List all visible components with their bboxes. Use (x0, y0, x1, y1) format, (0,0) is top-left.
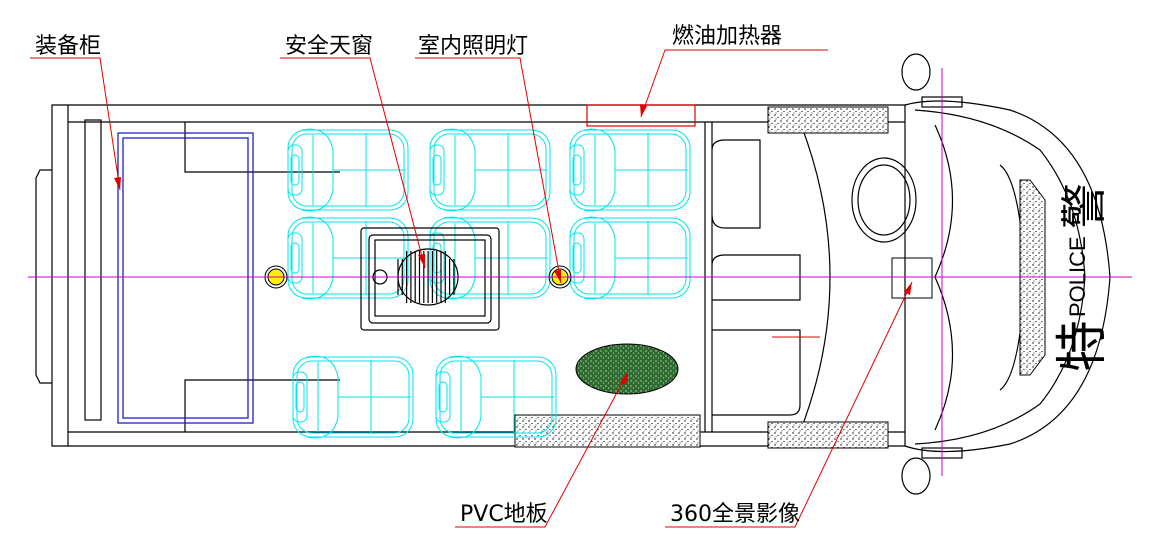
label-equipment-cabinet: 装备柜 (35, 34, 101, 59)
equipment-cabinet (117, 132, 254, 424)
marking-char-jing: 警 (1058, 183, 1110, 229)
label-skylight: 安全天窗 (285, 34, 373, 59)
label-pvc-floor: PVC地板 (460, 502, 548, 527)
seat (569, 128, 691, 212)
label-fuel-heater: 燃油加热器 (672, 24, 782, 49)
seat (569, 216, 691, 300)
seat (287, 128, 409, 212)
seat (287, 216, 409, 300)
camera-360-box (891, 257, 933, 299)
pvc-floor-mark (575, 343, 679, 395)
seat (429, 128, 551, 212)
leader-lines (30, 49, 913, 528)
seat (429, 216, 551, 300)
seats (287, 128, 691, 439)
leader-arrows (114, 104, 912, 385)
label-interior-light: 室内照明灯 (418, 34, 528, 59)
marking-police: POLICE (1065, 236, 1090, 317)
seat (292, 355, 414, 439)
marking-char-te: 特 (1054, 320, 1112, 372)
step-floor-top (767, 106, 889, 134)
seat (435, 355, 557, 439)
step-floor-bottom (767, 421, 889, 449)
label-360-camera: 360全景影像 (670, 502, 800, 527)
police-marking: 特 POLICE 警 (1054, 183, 1112, 372)
side-floor-strip (514, 414, 701, 448)
